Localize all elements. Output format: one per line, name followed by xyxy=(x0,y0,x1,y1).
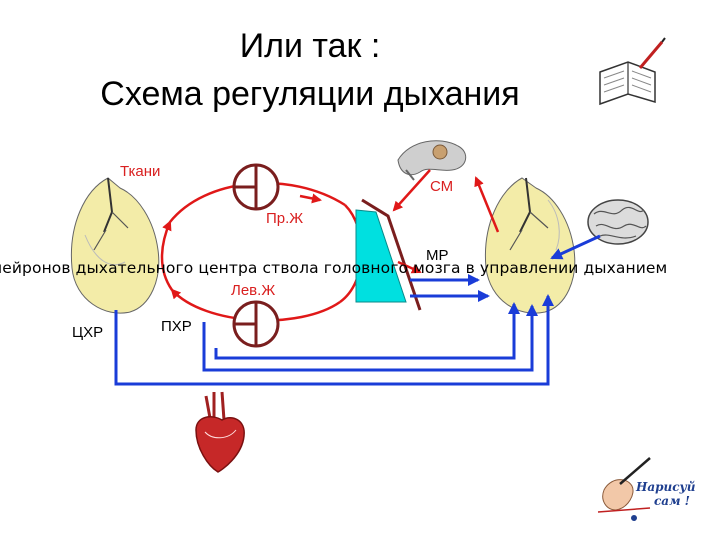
arrow-mr xyxy=(397,260,422,274)
spinal-cord-shape xyxy=(355,198,422,311)
heart-icon xyxy=(195,391,245,473)
right-chamber-symbol xyxy=(232,163,280,211)
left-lungs-icon xyxy=(70,177,160,314)
label-tissues: Ткани xyxy=(120,163,161,180)
slide-title-line2: Схема регуляции дыхания xyxy=(100,75,520,113)
label-left-chamber: Лев.Ж xyxy=(231,282,276,299)
label-sm: СМ xyxy=(430,178,454,195)
label-mr: МР xyxy=(426,247,449,264)
feedback-line-phr xyxy=(202,304,538,372)
arrow-sm-to-medulla xyxy=(392,169,431,212)
label-phr: ПХР xyxy=(161,318,192,335)
arrow-lungs-to-sm xyxy=(474,176,500,233)
label-right-chamber: Пр.Ж xyxy=(266,210,304,227)
badge-line1: Нарисуй xyxy=(636,480,696,494)
brain-icon xyxy=(587,199,649,245)
feedback-line-chr xyxy=(114,294,554,386)
arrow-brain-to-lungs xyxy=(550,234,601,260)
badge-line2: сам ! xyxy=(654,494,690,508)
feedback-line-inner xyxy=(214,302,520,360)
pen-hand-icon xyxy=(597,457,651,521)
draw-yourself-badge: Нарисуй сам ! xyxy=(636,480,695,508)
pituitary-icon xyxy=(397,140,467,181)
slide-title-line1: Или так : xyxy=(239,27,381,65)
left-chamber-symbol xyxy=(232,300,280,348)
book-with-pen-icon xyxy=(599,37,666,106)
label-chr: ЦХР xyxy=(72,324,104,341)
right-lungs-icon xyxy=(484,177,576,314)
overlay-caption: нейронов дыхательного центра ствола голо… xyxy=(0,259,668,277)
